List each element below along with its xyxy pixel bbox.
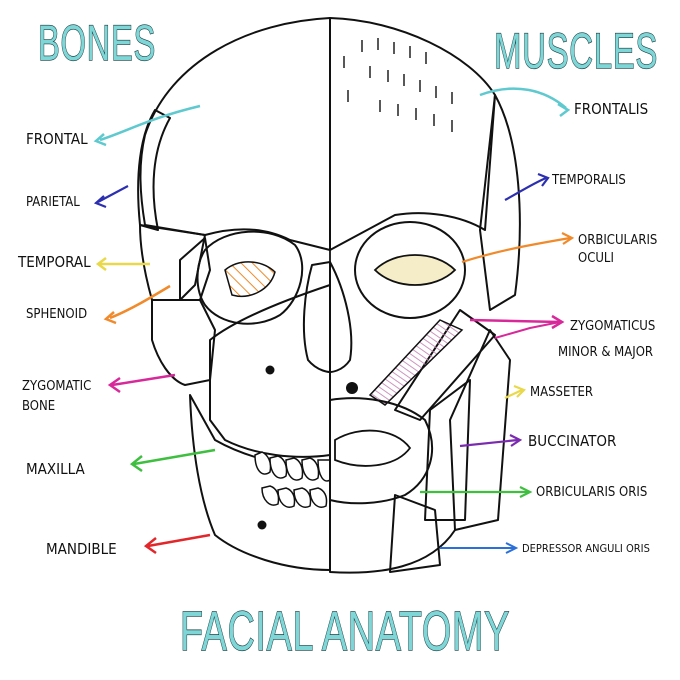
- main-title: FACIAL ANATOMY: [180, 599, 510, 662]
- svg-text:BUCCINATOR: BUCCINATOR: [528, 432, 616, 450]
- lips: [334, 429, 412, 467]
- infraorbital-foramen: [265, 365, 275, 375]
- zygomatic-bone-region: [151, 299, 216, 386]
- frontalis-muscle-region: [329, 17, 496, 251]
- orbicularis-oris-region: [329, 397, 434, 505]
- label-frontalis: FRONTALIS: [479, 87, 648, 118]
- zygomaticus-muscle-region: [394, 309, 496, 421]
- teeth-lower: [261, 485, 328, 508]
- svg-text:TEMPORAL: TEMPORAL: [17, 253, 91, 271]
- buccinator-muscle-region: [424, 379, 471, 521]
- masseter-muscle-region: [449, 329, 511, 531]
- svg-text:BONE: BONE: [22, 399, 55, 414]
- skull-bones-half: [137, 17, 331, 571]
- muscle-labels: FRONTALIS TEMPORALIS ORBICULARIS OCULI Z…: [420, 87, 657, 555]
- label-zygomaticus: ZYGOMATICUS MINOR & MAJOR: [469, 314, 655, 360]
- orbicularis-oculi-region: [354, 221, 466, 319]
- mental-foramen: [257, 520, 267, 530]
- parietal-bone-region: [137, 109, 171, 231]
- label-temporal: TEMPORAL: [17, 253, 150, 271]
- eye: [373, 254, 457, 286]
- nasal-cavity-right: [329, 261, 353, 373]
- label-maxilla: MAXILLA: [26, 448, 216, 478]
- nasal-cavity-left: [302, 261, 331, 373]
- frontal-bone-region: [139, 17, 331, 251]
- label-frontal: FRONTAL: [26, 104, 201, 148]
- label-mandible: MANDIBLE: [46, 533, 211, 558]
- temporal-bone-region: [139, 224, 206, 301]
- label-buccinator: BUCCINATOR: [459, 432, 616, 450]
- label-depressor: DEPRESSOR ANGULI ORIS: [440, 542, 650, 555]
- skull-muscles-half: [329, 17, 521, 574]
- label-temporalis: TEMPORALIS: [504, 172, 626, 201]
- label-sphenoid: SPHENOID: [26, 284, 171, 325]
- svg-text:OCULI: OCULI: [578, 251, 614, 266]
- sphenoid-bone-region: [179, 237, 211, 301]
- jaw-outline-right: [329, 499, 456, 574]
- label-parietal: PARIETAL: [26, 185, 129, 210]
- svg-text:MINOR & MAJOR: MINOR & MAJOR: [558, 345, 653, 360]
- nostril: [346, 382, 358, 394]
- svg-text:FRONTAL: FRONTAL: [26, 130, 88, 148]
- svg-text:MAXILLA: MAXILLA: [26, 460, 85, 478]
- label-masseter: MASSETER: [504, 384, 593, 400]
- zygomaticus-minor: [368, 319, 464, 406]
- temporalis-muscle-region: [479, 94, 521, 311]
- bones-title: BONES: [38, 15, 156, 71]
- left-eye-socket: [196, 230, 304, 325]
- svg-text:ORBICULARIS ORIS: ORBICULARIS ORIS: [536, 485, 647, 500]
- svg-text:FRONTALIS: FRONTALIS: [574, 100, 648, 118]
- frontalis-marks: [343, 38, 453, 132]
- label-orbicularis-oculi: ORBICULARIS OCULI: [461, 232, 657, 266]
- teeth-upper: [254, 451, 331, 482]
- svg-text:PARIETAL: PARIETAL: [26, 195, 80, 210]
- svg-text:SPHENOID: SPHENOID: [26, 307, 87, 322]
- depressor-muscle-region: [389, 494, 441, 573]
- bone-labels: FRONTAL PARIETAL TEMPORAL SPHENOID ZYGOM…: [17, 104, 216, 558]
- label-orbicularis-oris: ORBICULARIS ORIS: [420, 485, 647, 500]
- sphenoid-inner: [224, 261, 276, 297]
- svg-text:ZYGOMATICUS: ZYGOMATICUS: [570, 319, 655, 334]
- svg-text:ORBICULARIS: ORBICULARIS: [578, 233, 657, 248]
- muscles-title: MUSCLES: [494, 23, 658, 79]
- svg-text:MASSETER: MASSETER: [530, 385, 593, 400]
- svg-text:MANDIBLE: MANDIBLE: [46, 540, 117, 558]
- svg-text:ZYGOMATIC: ZYGOMATIC: [22, 379, 91, 394]
- svg-text:DEPRESSOR ANGULI ORIS: DEPRESSOR ANGULI ORIS: [522, 542, 650, 555]
- svg-text:TEMPORALIS: TEMPORALIS: [551, 173, 626, 188]
- label-zygomatic: ZYGOMATIC BONE: [22, 373, 176, 414]
